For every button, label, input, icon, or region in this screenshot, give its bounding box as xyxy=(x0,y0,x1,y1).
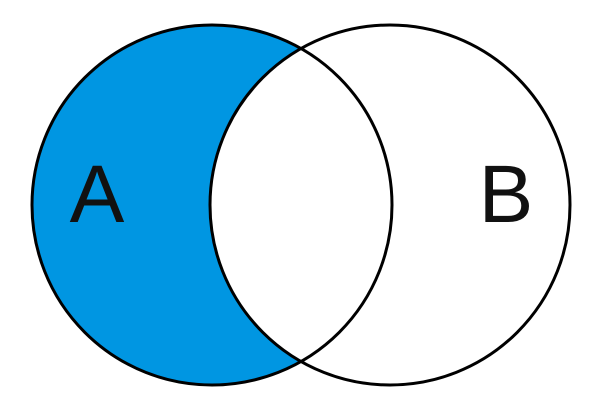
set-a-circle xyxy=(30,23,394,387)
set-b-circle xyxy=(208,23,572,387)
set-b-label: B xyxy=(479,149,534,240)
set-a-label: A xyxy=(70,149,125,240)
intersection-region xyxy=(210,25,392,385)
